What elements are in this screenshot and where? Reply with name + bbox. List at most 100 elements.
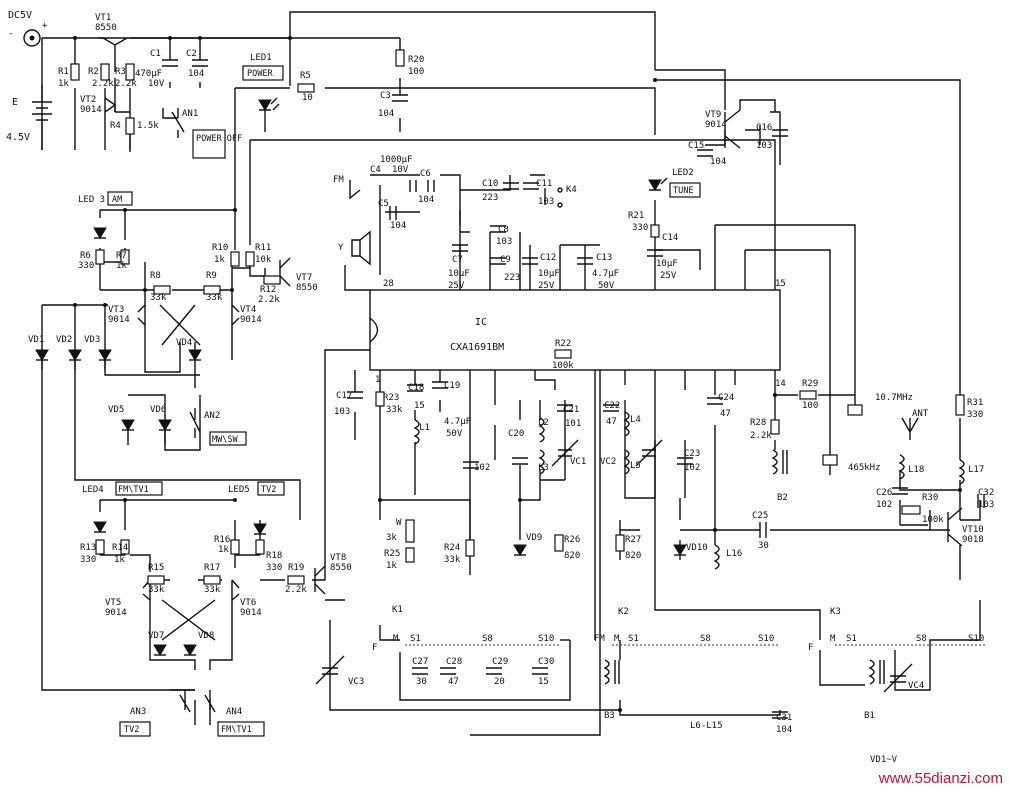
c2-ref: C2 bbox=[186, 49, 197, 59]
vd6-label: VD6 bbox=[150, 405, 166, 415]
an4-label: AN4 bbox=[226, 707, 242, 717]
led4-label: LED4 bbox=[82, 485, 104, 495]
k3-label: K3 bbox=[830, 607, 841, 617]
r16-val: 1k bbox=[218, 545, 229, 555]
c28-ref: C28 bbox=[446, 657, 462, 667]
c18-val: 15 bbox=[414, 401, 425, 411]
vt6-part: 9014 bbox=[240, 608, 262, 618]
k2-label: K2 bbox=[618, 607, 629, 617]
vt2-ref: VT2 bbox=[80, 95, 96, 105]
c-102: 102 bbox=[474, 463, 490, 473]
l16-label: L16 bbox=[726, 549, 742, 559]
b3-label: B3 bbox=[604, 711, 615, 721]
r9-ref: R9 bbox=[206, 271, 217, 281]
c26-val: 102 bbox=[876, 500, 892, 510]
c24-val: 47 bbox=[720, 409, 731, 419]
c4-ref: C4 bbox=[370, 165, 381, 175]
vd5-label: VD5 bbox=[108, 405, 124, 415]
c21-ref: C21 bbox=[563, 405, 579, 415]
r9-val: 33k bbox=[206, 293, 223, 303]
r10-val: 1k bbox=[214, 255, 225, 265]
vd7-label: VD7 bbox=[148, 631, 164, 641]
l17-label: L17 bbox=[968, 465, 984, 475]
c27-val: 30 bbox=[416, 677, 427, 687]
ic-name: IC bbox=[475, 317, 487, 328]
tag-power-off: POWER OFF bbox=[196, 134, 242, 144]
k2-s10: S10 bbox=[758, 634, 774, 644]
r11-val: 10k bbox=[255, 255, 272, 265]
r1-val: 1k bbox=[58, 79, 69, 89]
c22-val: 47 bbox=[606, 417, 617, 427]
tag-tv2-button: TV2 bbox=[124, 725, 139, 735]
r12-val: 2.2k bbox=[258, 295, 280, 305]
junctions bbox=[73, 36, 962, 712]
r2-ref: R2 bbox=[88, 67, 99, 77]
c29-ref: C29 bbox=[492, 657, 508, 667]
l3-label: L3 bbox=[538, 463, 549, 473]
variable-capacitors: VC1 VC2 VC3 VC4 bbox=[315, 439, 924, 693]
c14-val: 10μF bbox=[656, 259, 678, 269]
c23-val: 102 bbox=[684, 463, 700, 473]
k2-s8: S8 bbox=[700, 634, 711, 644]
vt8-part: 8550 bbox=[330, 563, 352, 573]
c13-ref: C13 bbox=[596, 253, 612, 263]
r18-val: 330 bbox=[266, 563, 282, 573]
vt9-part: 9014 bbox=[705, 120, 727, 130]
r20-val: 100 bbox=[408, 67, 424, 77]
r19-val: 2.2k bbox=[285, 585, 307, 595]
r20-ref: R20 bbox=[408, 55, 424, 65]
battery-label: E bbox=[12, 97, 18, 108]
resistors: R1 1k R2 2.2k R3 2.2k R4 1.5k R5 10 R20 … bbox=[58, 49, 983, 595]
c15-val: 104 bbox=[710, 157, 726, 167]
vc4-label: VC4 bbox=[908, 681, 924, 691]
c24-ref: C24 bbox=[718, 393, 734, 403]
k1-s1: S1 bbox=[410, 634, 421, 644]
r7-val: 1k bbox=[116, 261, 127, 271]
c10-ref: C10 bbox=[482, 179, 498, 189]
r18-ref: R18 bbox=[266, 551, 282, 561]
r5-ref: R5 bbox=[300, 71, 311, 81]
c8-ref: C8 bbox=[498, 225, 509, 235]
vt6-ref: VT6 bbox=[240, 598, 256, 608]
vc3-label: VC3 bbox=[348, 677, 364, 687]
vd10-label: VD10 bbox=[686, 543, 708, 553]
watermark: www.55dianzi.com bbox=[878, 770, 1003, 787]
r2-val: 2.2k bbox=[92, 79, 114, 89]
supply-label: DC5V bbox=[8, 10, 32, 21]
r31-ref: R31 bbox=[967, 398, 983, 408]
r8-val: 33k bbox=[150, 293, 167, 303]
r1-ref: R1 bbox=[58, 67, 69, 77]
r30-val: 100k bbox=[922, 515, 944, 525]
r26-val: 820 bbox=[564, 551, 580, 561]
r29-ref: R29 bbox=[802, 379, 818, 389]
tag-power: POWER bbox=[247, 69, 273, 79]
diodes: VD1 VD2 VD3 VD4 VD5 VD6 VD7 VD8 VD9 VD10 bbox=[28, 335, 708, 656]
l4-label: L4 bbox=[630, 415, 641, 425]
k3-s10: S10 bbox=[968, 634, 984, 644]
c15-ref: C15 bbox=[688, 141, 704, 151]
r28-ref: R28 bbox=[750, 418, 766, 428]
vc2-label: VC2 bbox=[600, 457, 616, 467]
k2-s1: S1 bbox=[628, 634, 639, 644]
vc1-label: VC1 bbox=[570, 457, 586, 467]
transistor-labels: VT1 8550 VT2 9014 VT3 9014 VT4 9014 VT5 … bbox=[80, 13, 984, 618]
vt3-part: 9014 bbox=[108, 315, 130, 325]
r28-val: 2.2k bbox=[750, 431, 772, 441]
r6-ref: R6 bbox=[80, 251, 91, 261]
c16-ref: C16 bbox=[756, 123, 772, 133]
k2-fm: FM bbox=[594, 634, 605, 644]
c10-val: 223 bbox=[482, 193, 498, 203]
r21-ref: R21 bbox=[628, 211, 644, 221]
r13-ref: R13 bbox=[80, 543, 96, 553]
r22-val: 100k bbox=[552, 361, 574, 371]
r15-val: 33k bbox=[148, 585, 165, 595]
ic-pin-28: 28 bbox=[383, 279, 394, 289]
r17-ref: R17 bbox=[204, 563, 220, 573]
c32-val: 103 bbox=[978, 500, 994, 510]
r5-val: 10 bbox=[302, 93, 313, 103]
fm-label: FM bbox=[333, 175, 344, 185]
c31-val: 104 bbox=[776, 725, 792, 735]
led2-label: LED2 bbox=[672, 168, 694, 178]
r19-ref: R19 bbox=[288, 563, 304, 573]
